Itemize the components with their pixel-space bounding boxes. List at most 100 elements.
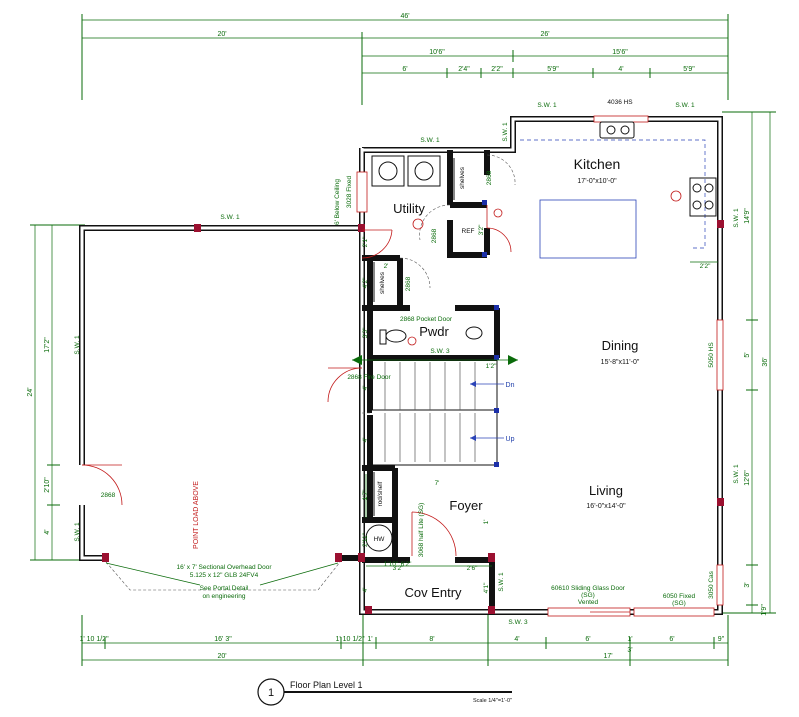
dim-bottom-8: 1': [627, 636, 632, 643]
label-sw3-bottom: S.W. 3: [508, 619, 528, 626]
dim-bottom-3: 1' 10 1/2": [335, 636, 365, 643]
label-stair-up: Up: [506, 436, 515, 443]
label-fixed-1: 6050 Fixed: [663, 593, 696, 600]
label-sw1-utility: S.W. 1: [420, 137, 440, 144]
dim-garage-width: 20': [217, 31, 226, 38]
label-overhead-1: 16' x 7' Sectional Overhead Door: [177, 564, 273, 571]
label-dim-4b: 4': [362, 438, 369, 443]
dim-bottom-left-20: 20': [217, 653, 226, 660]
dim-row3-3: 2'2": [491, 66, 503, 73]
title-number: 1: [268, 687, 274, 699]
minor-dimension-lines: [365, 261, 718, 567]
label-below-ceiling: 6' Below Ceiling: [334, 179, 341, 225]
kitchen-fixtures: [365, 121, 717, 552]
dim-right-overall: 36': [762, 357, 769, 366]
dim-row3-2: 2'4": [458, 66, 470, 73]
title-block: [257, 678, 512, 706]
left-dimension-lines: [30, 224, 85, 561]
label-shelves-2: shelves: [379, 271, 386, 294]
label-sw1-kitchen: S.W. 1: [502, 122, 509, 142]
label-dim-1-10: 1'10": [384, 561, 399, 568]
right-dimension-lines: [722, 111, 776, 614]
dim-house-width: 26': [540, 31, 549, 38]
label-dim-2-6: 2'6": [467, 565, 478, 572]
label-sw1-top-left: S.W. 1: [537, 102, 557, 109]
dim-row3-4: 5'9": [547, 66, 559, 73]
label-sw1-right-lower: S.W. 1: [733, 464, 740, 484]
dim-right-seg3: 12'6": [744, 470, 751, 486]
label-ref: REF: [462, 228, 475, 235]
dim-right-seg5: 1'9": [761, 604, 768, 616]
dim-left-segment: 10'6": [429, 49, 445, 56]
label-sw1-top-right: S.W. 1: [675, 102, 695, 109]
label-portal-1: See Portal Detail: [200, 585, 249, 592]
room-foyer: Foyer: [449, 498, 483, 513]
label-door-2868-b: 2868: [431, 228, 438, 243]
dim-bottom-4: 1': [367, 636, 372, 643]
top-dimension-lines: [81, 14, 729, 105]
dim-bottom-right-17: 17': [603, 653, 612, 660]
house-exterior-walls: [359, 116, 723, 615]
dim-bottom-9: 6': [669, 636, 674, 643]
doors: [81, 154, 516, 591]
label-window-5050: 5050 HS: [708, 342, 715, 368]
label-pocket-door: 2868 Pocket Door: [400, 316, 453, 323]
room-kitchen: Kitchen: [574, 156, 621, 172]
dim-right-seg4: 3': [744, 582, 751, 587]
dim-overall-width: 46': [400, 13, 409, 20]
label-dim-4: 4': [362, 386, 369, 391]
label-dim-2-2-right: 2'2": [700, 263, 711, 270]
dim-row3-6: 5'9": [683, 66, 695, 73]
label-sliding-1: 60610 Sliding Glass Door: [551, 585, 626, 592]
garage-walls: [79, 225, 362, 561]
label-door-2868-a: 2868: [486, 170, 493, 185]
dim-row3-1: 6': [402, 66, 407, 73]
dim-bottom-small-3: 3': [627, 647, 632, 654]
dim-bottom-5: 8': [429, 636, 434, 643]
label-fixed-3028: 3028 Fixed: [346, 176, 353, 209]
label-stair-dn: Dn: [506, 382, 515, 389]
room-living-size: 16'-0"x14'-0": [586, 503, 626, 510]
room-cov-entry: Cov Entry: [404, 585, 462, 600]
room-dining: Dining: [602, 338, 639, 353]
label-sw3-pwdr: S.W. 3: [430, 348, 450, 355]
dim-left-overall: 24': [27, 387, 34, 396]
label-dim-4-1: 4'1": [483, 582, 490, 593]
title-scale: Scale 1/4"=1'-0": [473, 698, 512, 704]
label-sw1-garage-top: S.W. 1: [220, 214, 240, 221]
label-dim-4c: 4': [362, 588, 369, 593]
label-half-lite: 3068 half Lite (SG): [418, 503, 425, 558]
label-overhead-2: 5.125 x 12" GLB 24FV4: [190, 572, 259, 579]
label-sw1-garage-left-low: S.W. 1: [74, 522, 81, 542]
label-sliding-2: (SG): [581, 592, 595, 599]
dim-right-segment: 15'6": [612, 49, 628, 56]
room-kitchen-size: 17'-0"x10'-0": [577, 178, 617, 185]
label-dim-3-2: 3'2": [393, 565, 404, 572]
label-fire-door: 2868 Fire Door: [347, 374, 391, 381]
label-dim-2-11: 2'11": [362, 532, 369, 547]
label-sliding-3: Vented: [578, 599, 599, 606]
dim-right-seg2: 5': [744, 352, 751, 357]
bottom-dimension-lines: [81, 615, 729, 666]
dim-bottom-2: 16' 3": [214, 636, 232, 643]
dim-bottom-7: 6': [585, 636, 590, 643]
label-dim-2-1: 2'1": [362, 236, 369, 247]
label-dim-2: 2': [384, 263, 389, 270]
label-sw1-entry: S.W. 1: [498, 572, 505, 592]
label-dim-1-right: 1': [483, 520, 490, 525]
label-door-2868-garage: 2868: [101, 492, 116, 499]
stairs: [352, 355, 518, 462]
label-sw1-garage-left: S.W. 1: [74, 335, 81, 355]
dim-bottom-6: 4': [514, 636, 519, 643]
label-dim-1-2: 1'2": [486, 363, 497, 370]
label-portal-2: on engineering: [202, 593, 245, 600]
posts: [102, 200, 724, 614]
label-dim-1-7: 1'7": [362, 489, 369, 500]
interior-walls: [362, 150, 500, 612]
windows: [356, 115, 724, 617]
dim-left-lower: 4': [44, 529, 51, 534]
room-living: Living: [589, 483, 623, 498]
label-dim-4-2: 4'2": [362, 277, 369, 288]
dim-row3-5: 4': [618, 66, 623, 73]
label-dim-6-2: 6'2": [401, 561, 412, 568]
